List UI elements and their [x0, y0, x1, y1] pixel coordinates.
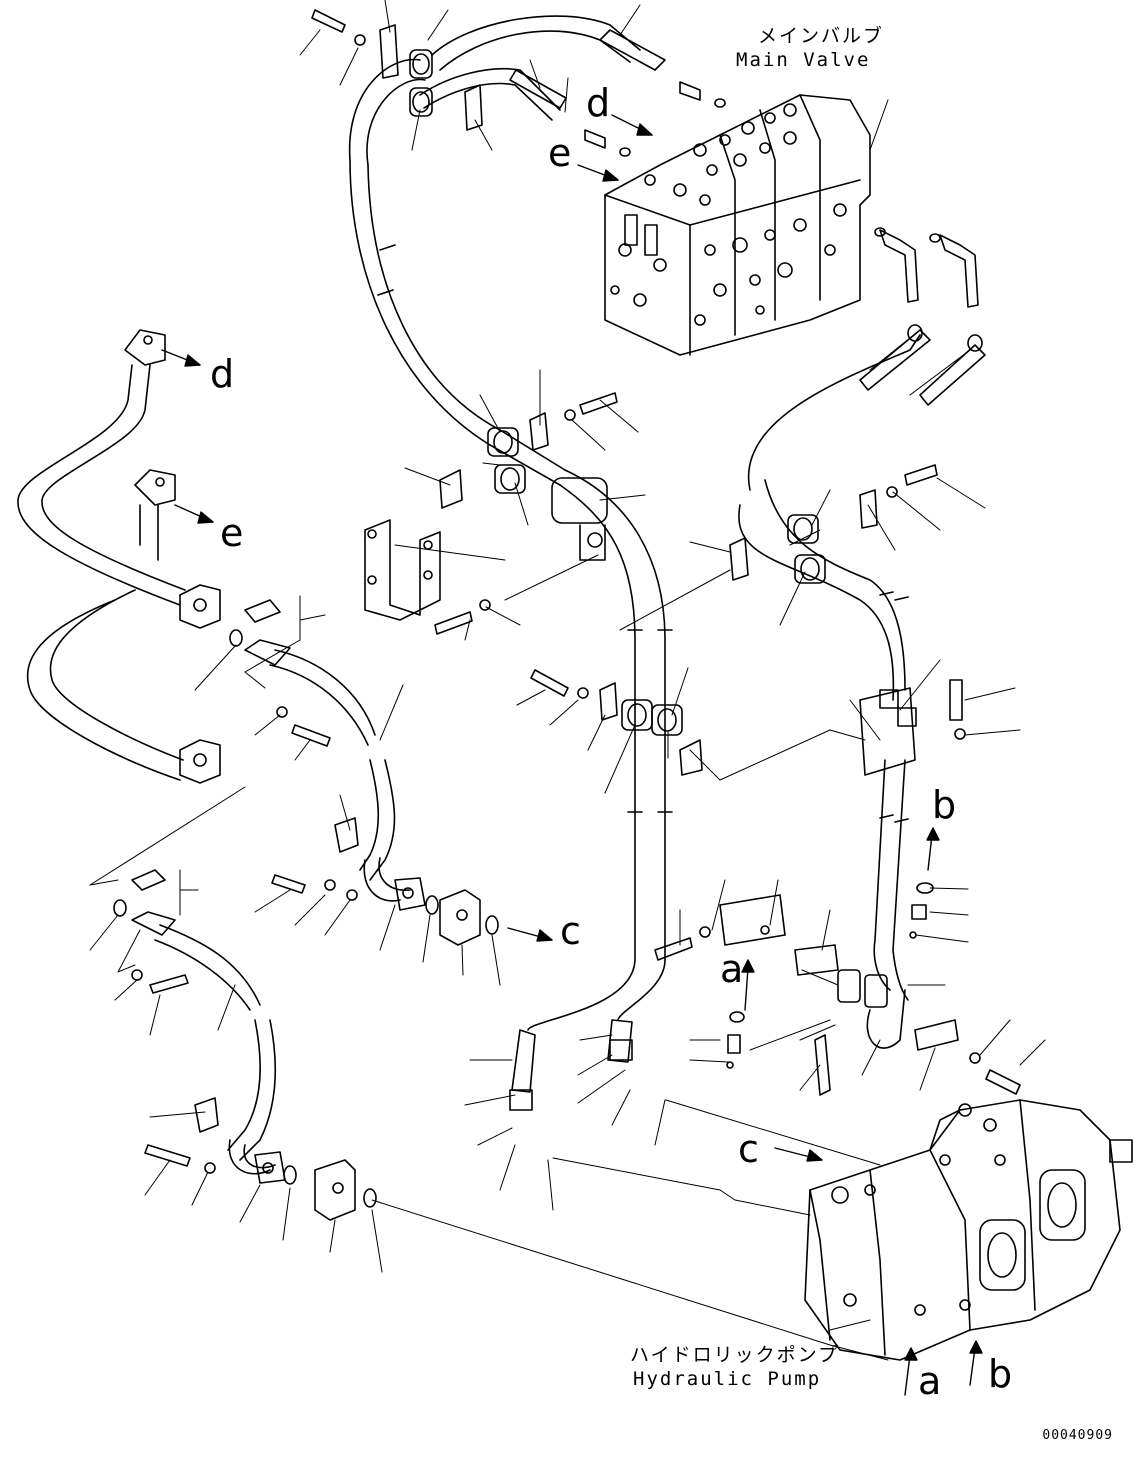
callout-e-valve: e: [548, 131, 572, 175]
main-valve-label-jp: メインバルブ: [758, 25, 885, 47]
callout-d-valve: d: [586, 81, 611, 125]
callout-a-pump: a: [918, 1359, 942, 1403]
main-valve-block: [584, 81, 979, 356]
callout-a-mid: a: [720, 947, 744, 991]
hydraulic-pump: [804, 1099, 1133, 1361]
leader-lines: [89, 0, 1046, 1361]
main-valve-label-en: Main Valve: [736, 49, 871, 71]
callout-e-left: e: [220, 511, 244, 555]
callout-b-pump: b: [988, 1352, 1013, 1396]
document-number: 00040909: [1042, 1428, 1113, 1443]
callout-c-pump: c: [738, 1127, 759, 1171]
pump-label-en: Hydraulic Pump: [633, 1368, 822, 1390]
right-hoses: [654, 324, 1021, 1096]
left-pipes: [17, 329, 221, 784]
pump-label-jp: ハイドロリックポンプ: [630, 1344, 840, 1366]
callout-d-left: d: [210, 352, 235, 396]
callout-b-mid: b: [932, 783, 957, 827]
upper-hoses: [311, 9, 666, 486]
center-hoses: [364, 244, 749, 1111]
left-hose-assemblies: [113, 599, 499, 1221]
callout-arrows: [161, 114, 983, 1396]
callout-c-mid: c: [560, 909, 581, 953]
